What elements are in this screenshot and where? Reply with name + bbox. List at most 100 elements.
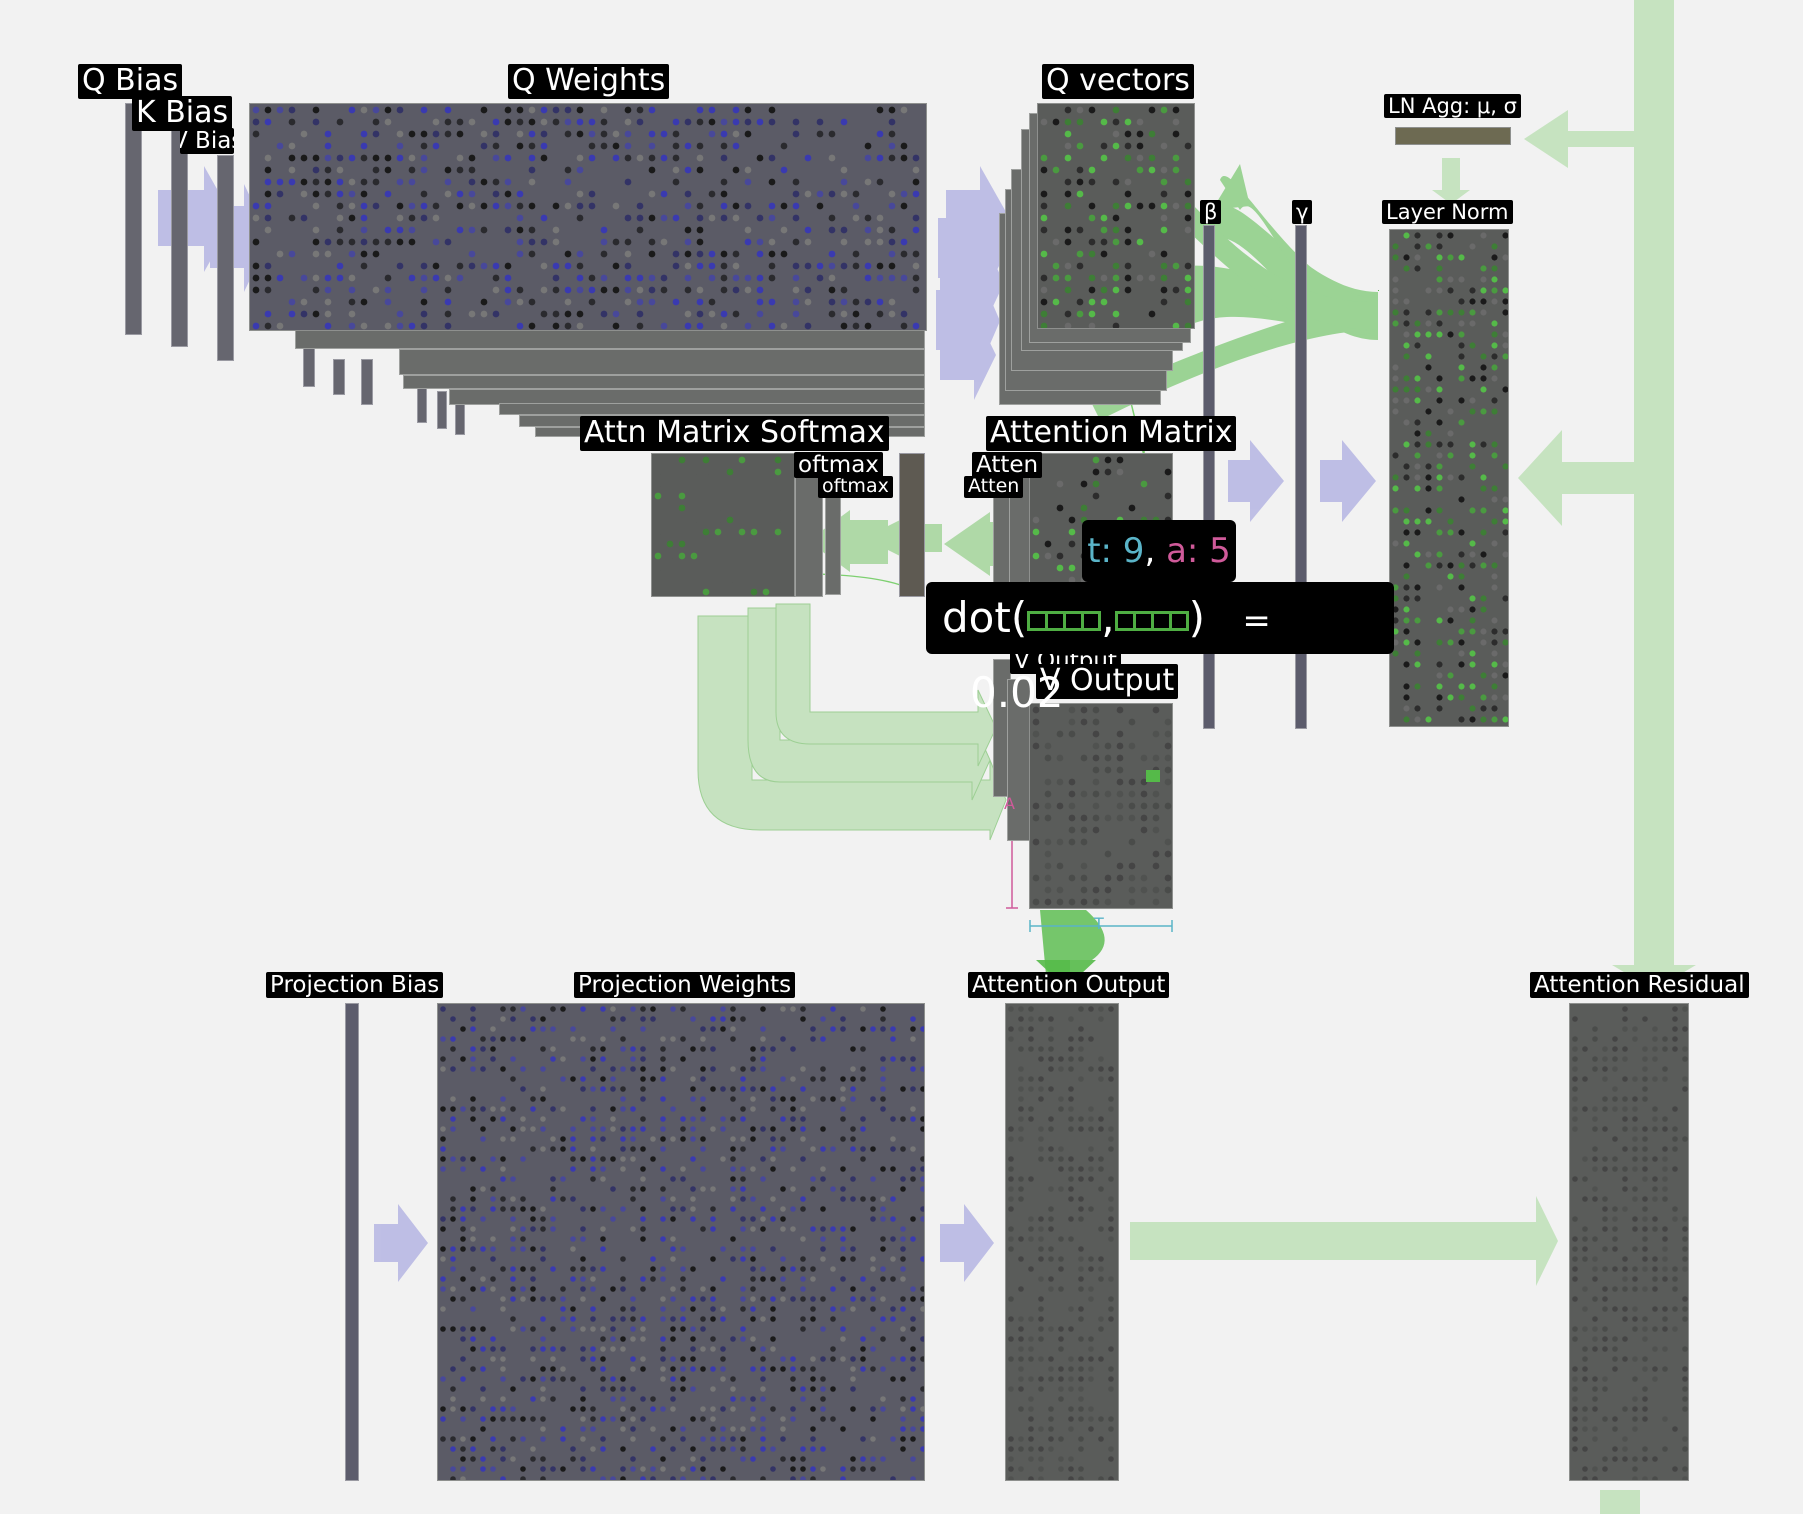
matrix-cell bbox=[1447, 562, 1454, 569]
matrix-cell bbox=[900, 1186, 906, 1192]
matrix-cell bbox=[1582, 1256, 1588, 1262]
matrix-cell bbox=[900, 1376, 906, 1382]
matrix-cell bbox=[470, 1236, 476, 1242]
matrix-cell bbox=[372, 286, 380, 294]
matrix-cell bbox=[1018, 1346, 1024, 1352]
matrix-cell bbox=[1572, 1446, 1578, 1452]
matrix-cell bbox=[1480, 705, 1487, 712]
matrix-cell bbox=[1108, 1216, 1114, 1222]
matrix-cell bbox=[1092, 706, 1100, 714]
matrix-cell bbox=[312, 106, 320, 114]
matrix-cell bbox=[1622, 1166, 1628, 1172]
matrix-cell bbox=[590, 1086, 596, 1092]
lnagg-to-ln bbox=[1442, 158, 1460, 194]
matrix-cell bbox=[1068, 1046, 1074, 1052]
matrix-cell bbox=[1152, 790, 1160, 798]
matrix-cell bbox=[620, 1426, 626, 1432]
matrix-cell bbox=[1088, 274, 1096, 282]
matrix-cell bbox=[620, 1306, 626, 1312]
matrix-cell bbox=[780, 226, 788, 234]
matrix-cell bbox=[1104, 468, 1112, 476]
matrix-cell bbox=[840, 1466, 846, 1472]
matrix-cell bbox=[840, 190, 848, 198]
matrix-cell bbox=[520, 1236, 526, 1242]
matrix-cell bbox=[460, 1276, 466, 1282]
matrix-cell bbox=[552, 118, 560, 126]
matrix-cell bbox=[1436, 639, 1443, 646]
matrix-cell bbox=[1662, 1366, 1668, 1372]
matrix-cell bbox=[470, 1106, 476, 1112]
matrix-cell bbox=[516, 250, 524, 258]
matrix-cell bbox=[900, 106, 908, 114]
matrix-cell bbox=[1632, 1036, 1638, 1042]
matrix-cell bbox=[1098, 1326, 1104, 1332]
matrix-cell bbox=[1662, 1166, 1668, 1172]
matrix-cell bbox=[1064, 286, 1072, 294]
matrix-cell bbox=[1682, 1366, 1688, 1372]
matrix-cell bbox=[590, 1306, 596, 1312]
matrix-cell bbox=[396, 142, 404, 150]
matrix-cell bbox=[396, 310, 404, 318]
matrix-cell bbox=[756, 154, 764, 162]
ln-flow-arrow-2 bbox=[1342, 440, 1376, 522]
matrix-cell bbox=[576, 322, 584, 330]
matrix-cell bbox=[1632, 1326, 1638, 1332]
matrix-cell bbox=[1058, 1326, 1064, 1332]
matrix-cell bbox=[770, 1046, 776, 1052]
matrix-cell bbox=[1672, 1466, 1678, 1472]
matrix-cell bbox=[828, 274, 836, 282]
matrix-cell bbox=[360, 178, 368, 186]
matrix-cell bbox=[1160, 106, 1168, 114]
matrix-cell bbox=[670, 1376, 676, 1382]
matrix-cell bbox=[440, 1166, 446, 1172]
weight-plate-stack-4 bbox=[449, 389, 925, 405]
matrix-cell bbox=[810, 1446, 816, 1452]
matrix-cell bbox=[1612, 1206, 1618, 1212]
matrix-cell bbox=[870, 1176, 876, 1182]
matrix-cell bbox=[1425, 507, 1432, 514]
matrix-cell bbox=[740, 1256, 746, 1262]
matrix-cell bbox=[1458, 639, 1465, 646]
matrix-cell bbox=[790, 1126, 796, 1132]
matrix-cell bbox=[890, 1276, 896, 1282]
matrix-cell bbox=[1491, 287, 1498, 294]
matrix-cell bbox=[510, 1266, 516, 1272]
matrix-cell bbox=[1612, 1216, 1618, 1222]
matrix-cell bbox=[470, 1286, 476, 1292]
matrix-cell bbox=[1028, 1176, 1034, 1182]
matrix-cell bbox=[670, 1296, 676, 1302]
matrix-cell bbox=[852, 262, 860, 270]
matrix-cell bbox=[1602, 1226, 1608, 1232]
matrix-cell bbox=[590, 1206, 596, 1212]
matrix-cell bbox=[680, 1436, 686, 1442]
matrix-cell bbox=[1018, 1446, 1024, 1452]
matrix-cell bbox=[1048, 1126, 1054, 1132]
matrix-cell bbox=[1662, 1186, 1668, 1192]
matrix-cell bbox=[520, 1006, 526, 1012]
matrix-cell bbox=[900, 1056, 906, 1062]
matrix-cell bbox=[552, 310, 560, 318]
matrix-cell bbox=[570, 1026, 576, 1032]
matrix-cell bbox=[740, 1306, 746, 1312]
matrix-cell bbox=[470, 1066, 476, 1072]
matrix-cell bbox=[1100, 274, 1108, 282]
matrix-cell bbox=[1018, 1116, 1024, 1122]
matrix-cell bbox=[1652, 1226, 1658, 1232]
matrix-cell bbox=[1425, 331, 1432, 338]
matrix-cell bbox=[1068, 1196, 1074, 1202]
matrix-cell bbox=[1582, 1346, 1588, 1352]
matrix-cell bbox=[910, 1406, 916, 1412]
matrix-cell bbox=[1184, 298, 1192, 306]
matrix-cell bbox=[324, 142, 332, 150]
matrix-cell bbox=[324, 286, 332, 294]
matrix-cell bbox=[640, 1326, 646, 1332]
matrix-cell bbox=[876, 130, 884, 138]
matrix-cell bbox=[624, 178, 632, 186]
dot-comma: , bbox=[1101, 593, 1115, 642]
matrix-cell bbox=[744, 166, 752, 174]
matrix-cell bbox=[1602, 1466, 1608, 1472]
matrix-cell bbox=[252, 322, 260, 330]
attnres-cells bbox=[1572, 1006, 1688, 1480]
matrix-cell bbox=[888, 106, 896, 114]
matrix-cell bbox=[1108, 1346, 1114, 1352]
